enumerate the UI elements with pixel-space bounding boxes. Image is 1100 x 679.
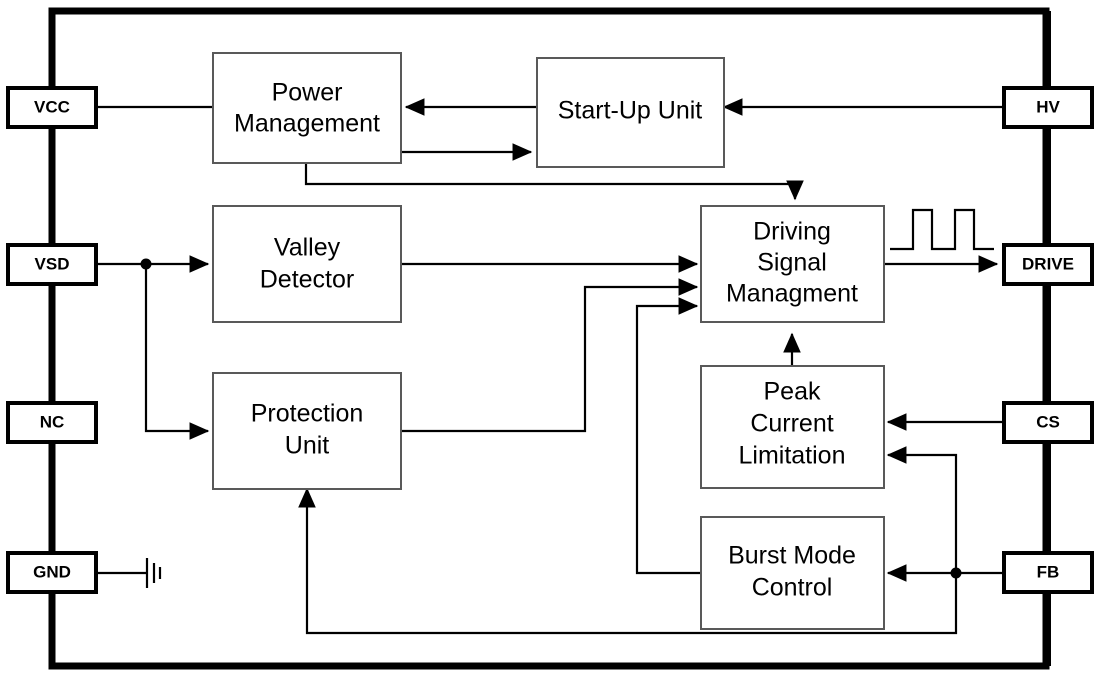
block-power-management[interactable]: Power Management <box>212 52 402 164</box>
block-peak-current-line-1: Peak <box>764 378 821 406</box>
block-peak-current-line-2: Current <box>750 410 833 438</box>
block-protection-unit-line-1: Protection <box>251 400 364 428</box>
pin-vcc-label: VCC <box>34 97 70 116</box>
block-valley-detector-line-2: Detector <box>260 266 354 294</box>
pin-fb-label: FB <box>1037 562 1060 581</box>
block-driving-signal-line-1: Driving <box>753 218 831 246</box>
block-driving-signal-line-2: Signal <box>757 249 827 277</box>
pin-gnd[interactable]: GND <box>6 551 98 594</box>
pin-nc-label: NC <box>40 412 65 431</box>
block-driving-signal-line-3: Managment <box>726 280 858 308</box>
pin-cs-label: CS <box>1036 412 1060 431</box>
pin-hv-label: HV <box>1036 97 1060 116</box>
pin-drive-label: DRIVE <box>1022 254 1074 273</box>
wire-burst-mode-to-driving-signal <box>635 297 701 575</box>
pin-hv[interactable]: HV <box>1002 86 1094 129</box>
block-protection-unit[interactable]: Protection Unit <box>212 372 402 490</box>
block-start-up-unit-line-1: Start-Up Unit <box>558 97 703 125</box>
pin-vcc[interactable]: VCC <box>6 86 98 129</box>
block-power-management-line-1: Power <box>272 79 343 107</box>
block-valley-detector-line-1: Valley <box>274 234 341 262</box>
pin-vsd-label: VSD <box>35 254 70 273</box>
block-burst-mode-line-1: Burst Mode <box>728 542 856 570</box>
wire-protection-unit-to-driving-signal <box>401 278 699 433</box>
ground-symbol <box>145 558 162 588</box>
pin-nc[interactable]: NC <box>6 401 98 444</box>
block-driving-signal-managment[interactable]: Driving Signal Managment <box>700 205 885 323</box>
pin-cs[interactable]: CS <box>1002 401 1094 444</box>
pin-fb[interactable]: FB <box>1002 551 1094 594</box>
block-protection-unit-line-2: Unit <box>285 432 330 460</box>
block-peak-current-limitation[interactable]: Peak Current Limitation <box>700 365 885 489</box>
pin-drive[interactable]: DRIVE <box>1002 243 1094 286</box>
block-burst-mode-control[interactable]: Burst Mode Control <box>700 516 885 630</box>
pin-vsd[interactable]: VSD <box>6 243 98 286</box>
junction-dot-vsd <box>140 258 152 270</box>
block-burst-mode-line-2: Control <box>752 574 833 602</box>
wire-power-management-to-driving-signal <box>304 163 804 201</box>
pulse-waveform-symbol <box>890 208 994 251</box>
block-start-up-unit[interactable]: Start-Up Unit <box>536 57 725 168</box>
wire-fb-to-peak-current <box>886 446 958 573</box>
block-power-management-line-2: Management <box>234 110 380 138</box>
pin-gnd-label: GND <box>33 562 71 581</box>
wire-fb-to-protection-unit <box>298 487 958 635</box>
block-valley-detector[interactable]: Valley Detector <box>212 205 402 323</box>
wire-vsd-to-protection-unit <box>144 264 210 440</box>
block-peak-current-line-3: Limitation <box>739 442 846 470</box>
